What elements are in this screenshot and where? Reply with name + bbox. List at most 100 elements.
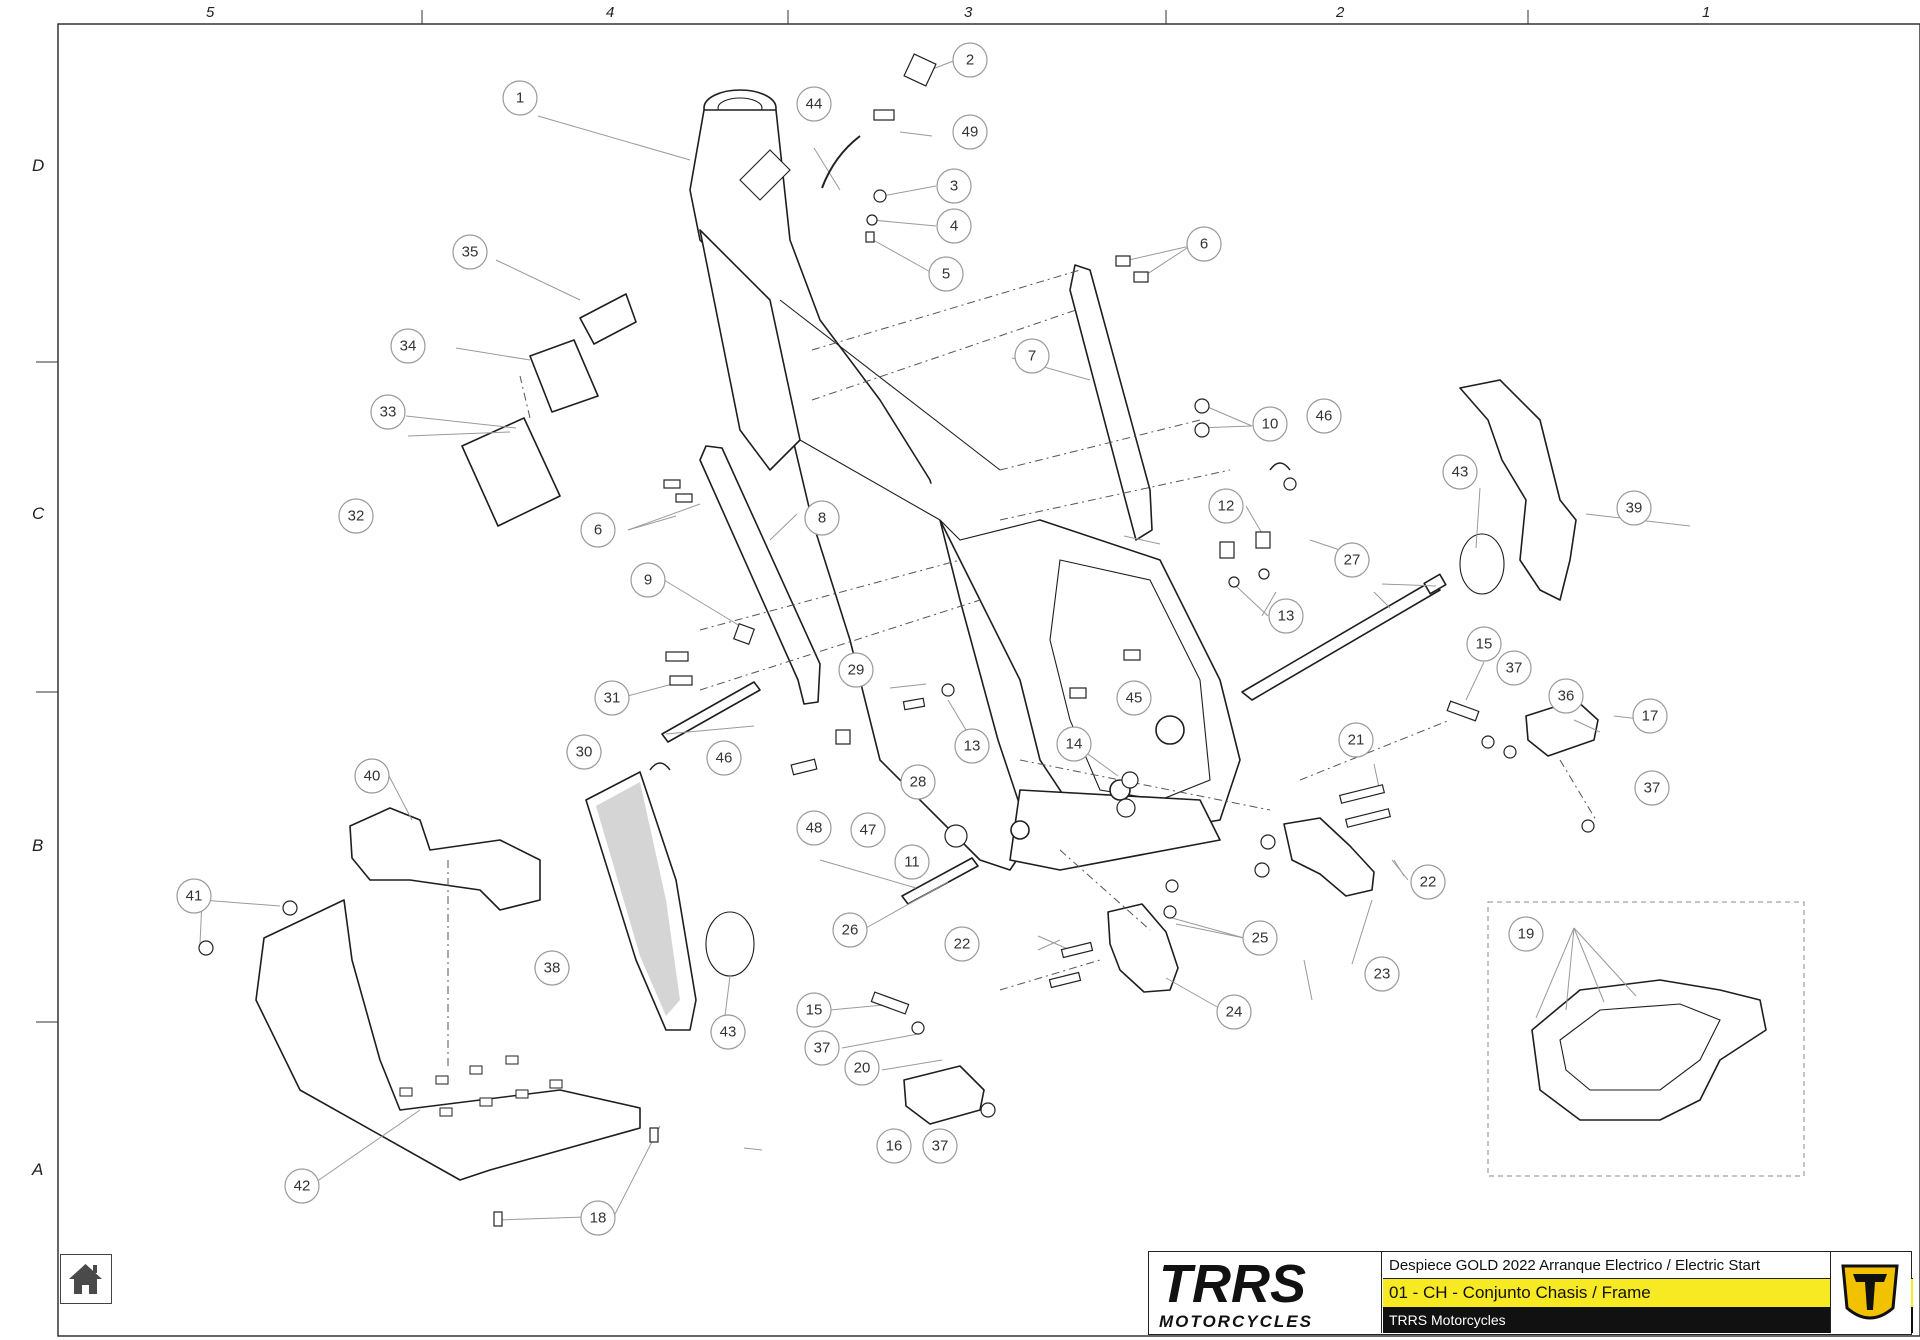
callout-number: 19 (1518, 926, 1535, 943)
callout-bubble: 43 (1442, 454, 1478, 490)
callout-number: 33 (380, 404, 397, 421)
callout-bubble: 34 (390, 328, 426, 364)
callout-number: 37 (932, 1138, 949, 1155)
callout-number: 45 (1126, 690, 1143, 707)
callout-bubble: 1 (502, 80, 538, 116)
ecu-cover (579, 293, 637, 345)
callout-number: 27 (1344, 552, 1361, 569)
zone-row-label: A (32, 1160, 44, 1179)
callout-bubble: 25 (1242, 920, 1278, 956)
callout-bubble: 22 (1410, 864, 1446, 900)
callout-number: 9 (644, 572, 652, 589)
callout-number: 47 (860, 822, 877, 839)
callout-bubble: 41 (176, 878, 212, 914)
ecu-unit (461, 417, 561, 527)
callout-number: 46 (716, 750, 733, 767)
callout-number: 20 (854, 1060, 871, 1077)
swingarm-axle (1241, 581, 1441, 701)
zone-column-label: 5 (206, 4, 215, 21)
callout-number: 1 (516, 90, 524, 107)
callout-bubble: 24 (1216, 994, 1252, 1030)
zone-column-label: 2 (1336, 4, 1345, 21)
callout-bubble: 6 (1186, 226, 1222, 262)
callout-number: 26 (842, 922, 859, 939)
callout-number: 40 (364, 768, 381, 785)
sheet-border (57, 23, 1920, 1337)
callout-bubble: 28 (900, 764, 936, 800)
callout-number: 5 (942, 266, 950, 283)
logo-text: TRRS (1159, 1254, 1306, 1314)
callout-number: 13 (964, 738, 981, 755)
engine-bolt (661, 681, 761, 743)
callout-bubble: 23 (1364, 956, 1400, 992)
callout-number: 11 (904, 854, 920, 871)
callout-bubble: 3 (936, 168, 972, 204)
callout-bubble: 30 (566, 734, 602, 770)
brand-logo: TRRS MOTORCYCLES (1149, 1252, 1382, 1333)
callout-number: 28 (910, 774, 927, 791)
callout-number: 35 (462, 244, 479, 261)
callout-number: 34 (400, 338, 417, 355)
callout-bubble: 7 (1014, 338, 1050, 374)
callout-bubble: 14 (1056, 726, 1092, 762)
callout-number: 16 (886, 1138, 903, 1155)
callout-bubble: 40 (354, 758, 390, 794)
callout-number: 43 (720, 1024, 737, 1041)
hardware-parts (198, 53, 1595, 1227)
callout-bubble: 9 (630, 562, 666, 598)
drawing-company: TRRS Motorcycles (1383, 1307, 1913, 1333)
callout-number: 37 (1506, 660, 1523, 677)
callout-number: 10 (1262, 416, 1279, 433)
skid-plate (255, 899, 641, 1181)
callout-number: 2 (966, 52, 974, 69)
callout-bubble: 38 (534, 950, 570, 986)
callout-number: 21 (1348, 732, 1365, 749)
callout-bubble: 17 (1632, 698, 1668, 734)
callout-bubble: 39 (1616, 490, 1652, 526)
callout-bubble: 36 (1548, 678, 1584, 714)
callout-number: 3 (950, 178, 958, 195)
callout-number: 17 (1642, 708, 1659, 725)
footpeg-bracket-left (1107, 903, 1179, 993)
callout-number: 30 (576, 744, 593, 761)
callout-bubble: 48 (796, 810, 832, 846)
drawing-title: Despiece GOLD 2022 Arranque Electrico / … (1383, 1252, 1913, 1279)
zone-column-label: 1 (1702, 4, 1711, 21)
zone-row-label: C (32, 504, 45, 523)
callout-bubble: 45 (1116, 680, 1152, 716)
callout-bubble: 37 (1634, 770, 1670, 806)
callout-bubble: 5 (928, 256, 964, 292)
callout-bubble: 49 (952, 114, 988, 150)
callout-bubble: 10 (1252, 406, 1288, 442)
callout-number: 6 (1200, 236, 1208, 253)
logo-subtext: MOTORCYCLES (1159, 1312, 1313, 1331)
callout-number: 36 (1558, 688, 1575, 705)
callout-bubble: 43 (710, 1014, 746, 1050)
callout-number: 13 (1278, 608, 1295, 625)
gasket-ring (1459, 533, 1505, 595)
gasket-ring (705, 911, 755, 977)
home-button[interactable] (60, 1254, 112, 1304)
callout-number: 24 (1226, 1004, 1243, 1021)
callout-number: 42 (294, 1178, 311, 1195)
callout-bubble: 22 (944, 926, 980, 962)
callout-bubble: 33 (370, 394, 406, 430)
rear-bracket-right (1069, 264, 1153, 541)
engine-bolt-long (901, 857, 979, 905)
callout-number: 25 (1252, 930, 1269, 947)
zone-row-label: B (32, 836, 44, 855)
callout-bubble: 4 (936, 208, 972, 244)
callout-number: 7 (1028, 348, 1036, 365)
rear-bracket-left (699, 445, 821, 705)
callout-number: 41 (186, 888, 203, 905)
callout-bubble: 6 (580, 512, 616, 548)
callout-bubble: 46 (1306, 398, 1342, 434)
callout-number: 12 (1218, 498, 1235, 515)
side-cover-plate (1459, 379, 1577, 601)
callout-bubble: 27 (1334, 542, 1370, 578)
callout-bubble: 46 (706, 740, 742, 776)
callout-bubble: 18 (580, 1200, 616, 1236)
